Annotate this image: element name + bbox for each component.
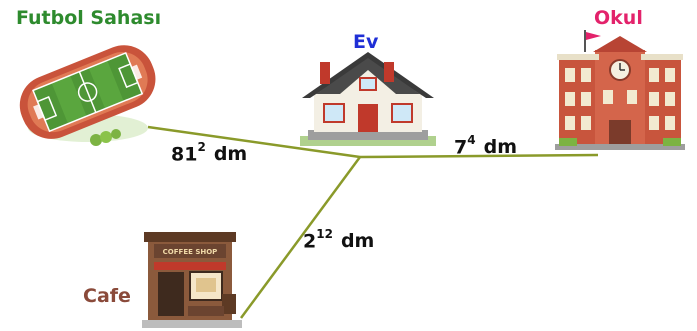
distance-field-house: 812 dm bbox=[171, 140, 248, 166]
route-hub-to-school bbox=[359, 153, 599, 159]
distance-base: 7 bbox=[454, 136, 468, 159]
distance-cafe-house: 212 dm bbox=[303, 227, 375, 253]
school-illustration bbox=[555, 30, 685, 150]
house-label: Ev bbox=[353, 31, 379, 53]
field-label: Futbol Sahası bbox=[16, 7, 162, 29]
house-illustration bbox=[300, 52, 436, 146]
football-field-illustration bbox=[19, 45, 156, 146]
cafe-label: Cafe bbox=[83, 285, 131, 307]
distance-base: 81 bbox=[171, 143, 198, 166]
distance-unit: dm bbox=[340, 230, 375, 253]
distance-house-school: 74 dm bbox=[454, 133, 517, 159]
distance-base: 2 bbox=[303, 230, 317, 253]
distance-unit: dm bbox=[483, 136, 517, 159]
distance-exponent: 2 bbox=[197, 140, 206, 154]
distance-exponent: 4 bbox=[467, 133, 476, 147]
route-field-to-hub bbox=[147, 125, 361, 159]
distance-exponent: 12 bbox=[316, 227, 333, 241]
cafe-sign-text: COFFEE SHOP bbox=[163, 248, 218, 256]
school-label: Okul bbox=[594, 7, 643, 29]
cafe-illustration: COFFEE SHOP bbox=[142, 232, 242, 328]
route-hub-to-cafe bbox=[239, 156, 362, 319]
distance-unit: dm bbox=[213, 143, 248, 166]
